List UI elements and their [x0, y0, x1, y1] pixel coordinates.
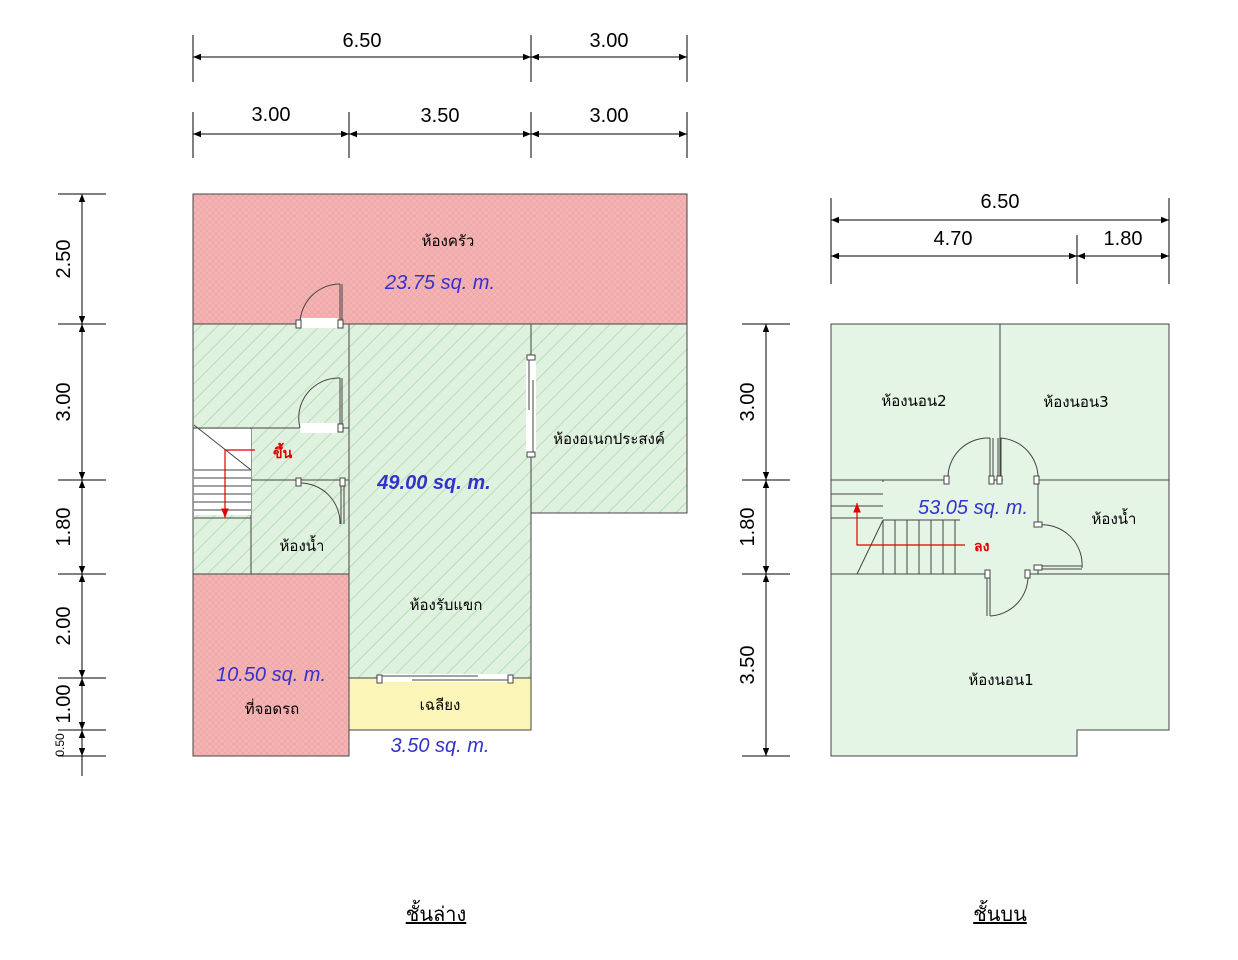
- area-label-kitchen: 23.75 sq. m.: [384, 272, 495, 294]
- dim-label: 0.50: [53, 733, 67, 757]
- area-label-porch: 3.50 sq. m.: [391, 735, 490, 757]
- upper-doors: [943, 437, 1083, 617]
- kitchen-area: [192, 193, 688, 325]
- dim-label: 2.50: [53, 240, 75, 279]
- ground-floor-title: ชั้นล่าง: [406, 900, 467, 926]
- upper-top-overall-dimensions: 6.50: [830, 191, 1170, 284]
- room-label-porch: เฉลียง: [420, 696, 461, 714]
- dim-label: 3.00: [590, 105, 629, 127]
- ground-top-overall-dimensions: 6.50 3.00: [192, 30, 688, 82]
- area-label-ground-main: 49.00 sq. m.: [376, 472, 490, 494]
- ground-left-dimensions: 2.50 3.00 1.80 2.00 1.00 0.50: [53, 193, 106, 776]
- dim-label: 1.80: [1104, 228, 1143, 250]
- area-label-upper-main: 53.05 sq. m.: [918, 497, 1028, 519]
- upper-floor-title: ชั้นบน: [973, 900, 1027, 926]
- dim-label: 1.80: [737, 508, 759, 547]
- room-label-bedroom3: ห้องนอน3: [1043, 393, 1108, 411]
- dim-label: 4.70: [934, 228, 973, 250]
- room-label-kitchen: ห้องครัว: [422, 232, 475, 250]
- room-label-bedroom2: ห้องนอน2: [881, 392, 946, 410]
- room-label-multipurpose: ห้องอเนกประสงค์: [553, 430, 665, 448]
- ground-floor-plan: 6.50 3.00 3.00 3.50 3.00: [53, 30, 688, 926]
- upper-staircase: [831, 479, 1032, 575]
- dim-label: 1.80: [53, 508, 75, 547]
- dim-label: 6.50: [343, 30, 382, 52]
- dim-label: 3.00: [53, 383, 75, 422]
- upper-left-dimensions: 3.00 1.80 3.50: [737, 323, 790, 757]
- upper-top-detail-dimensions: 4.70 1.80: [831, 228, 1169, 284]
- room-label-ground-bathroom: ห้องน้ำ: [280, 535, 325, 555]
- room-label-bedroom1: ห้องนอน1: [968, 671, 1033, 689]
- dim-label: 3.00: [737, 383, 759, 422]
- room-label-living: ห้องรับแขก: [410, 596, 483, 614]
- dim-label: 3.50: [421, 105, 460, 127]
- ground-doors: [295, 283, 536, 684]
- dim-label: 1.00: [53, 685, 75, 724]
- ground-staircase: [193, 424, 255, 519]
- room-label-upper-bathroom: ห้องน้ำ: [1092, 508, 1137, 528]
- dim-label: 2.00: [53, 607, 75, 646]
- dim-label: 6.50: [981, 191, 1020, 213]
- ground-top-detail-dimensions: 3.00 3.50 3.00: [192, 104, 688, 158]
- parking-area: [192, 573, 350, 757]
- porch-area: [348, 677, 532, 731]
- dim-label: 3.00: [252, 104, 291, 126]
- room-label-parking: ที่จอดรถ: [245, 698, 300, 718]
- dim-label: 3.50: [737, 646, 759, 685]
- stair-down-label: ลง: [974, 539, 990, 555]
- area-label-parking: 10.50 sq. m.: [216, 664, 326, 686]
- upper-floor-plan: 6.50 4.70 1.80 3.00 1.80 3.50: [737, 191, 1170, 926]
- dim-label: 3.00: [590, 30, 629, 52]
- stair-up-label: ขึ้น: [273, 442, 293, 462]
